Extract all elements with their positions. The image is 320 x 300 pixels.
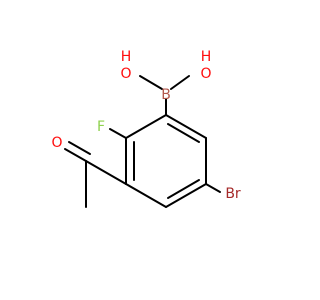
- atom-o3: O: [51, 135, 62, 151]
- ring-bond-6: [125, 114, 167, 139]
- bonds: [64, 75, 221, 208]
- atom-h1: H: [121, 49, 132, 65]
- structure-svg: O H O H B F Br O: [51, 49, 241, 208]
- atom-o2: O: [200, 66, 211, 82]
- bond-c-o-double-b: [68, 141, 91, 155]
- bond-b-o2: [170, 75, 190, 90]
- atom-labels: O H O H B F Br O: [51, 49, 240, 202]
- atom-f: F: [97, 119, 105, 135]
- ring-bond-3: [165, 183, 207, 208]
- atom-h2: H: [201, 49, 212, 65]
- ring-bond-1-inner: [167, 123, 200, 143]
- molecule-diagram: O H O H B F Br O: [51, 49, 241, 208]
- bond-c-f: [109, 128, 127, 139]
- ring-bond-4: [125, 183, 167, 208]
- bond-c-br: [205, 183, 221, 193]
- bond-b-o1: [139, 75, 163, 90]
- bond-ring-acetyl: [85, 160, 127, 185]
- atom-b: B: [161, 87, 171, 103]
- ring-bond-1: [165, 114, 207, 139]
- atom-br: Br: [225, 186, 241, 202]
- bond-c-o-double-a: [64, 148, 87, 162]
- ring-bond-3-inner: [167, 179, 200, 199]
- atom-o1: O: [120, 66, 131, 82]
